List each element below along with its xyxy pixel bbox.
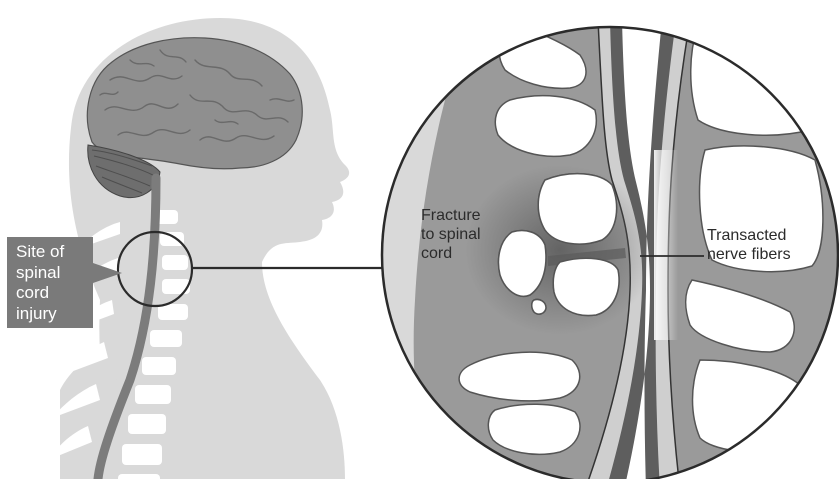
- fracture-label: Fracture to spinal cord: [421, 206, 481, 263]
- brain: [87, 38, 302, 169]
- injury-site-label: Site of spinal cord injury: [7, 237, 93, 328]
- transected-label: Transacted nerve fibers: [707, 226, 791, 264]
